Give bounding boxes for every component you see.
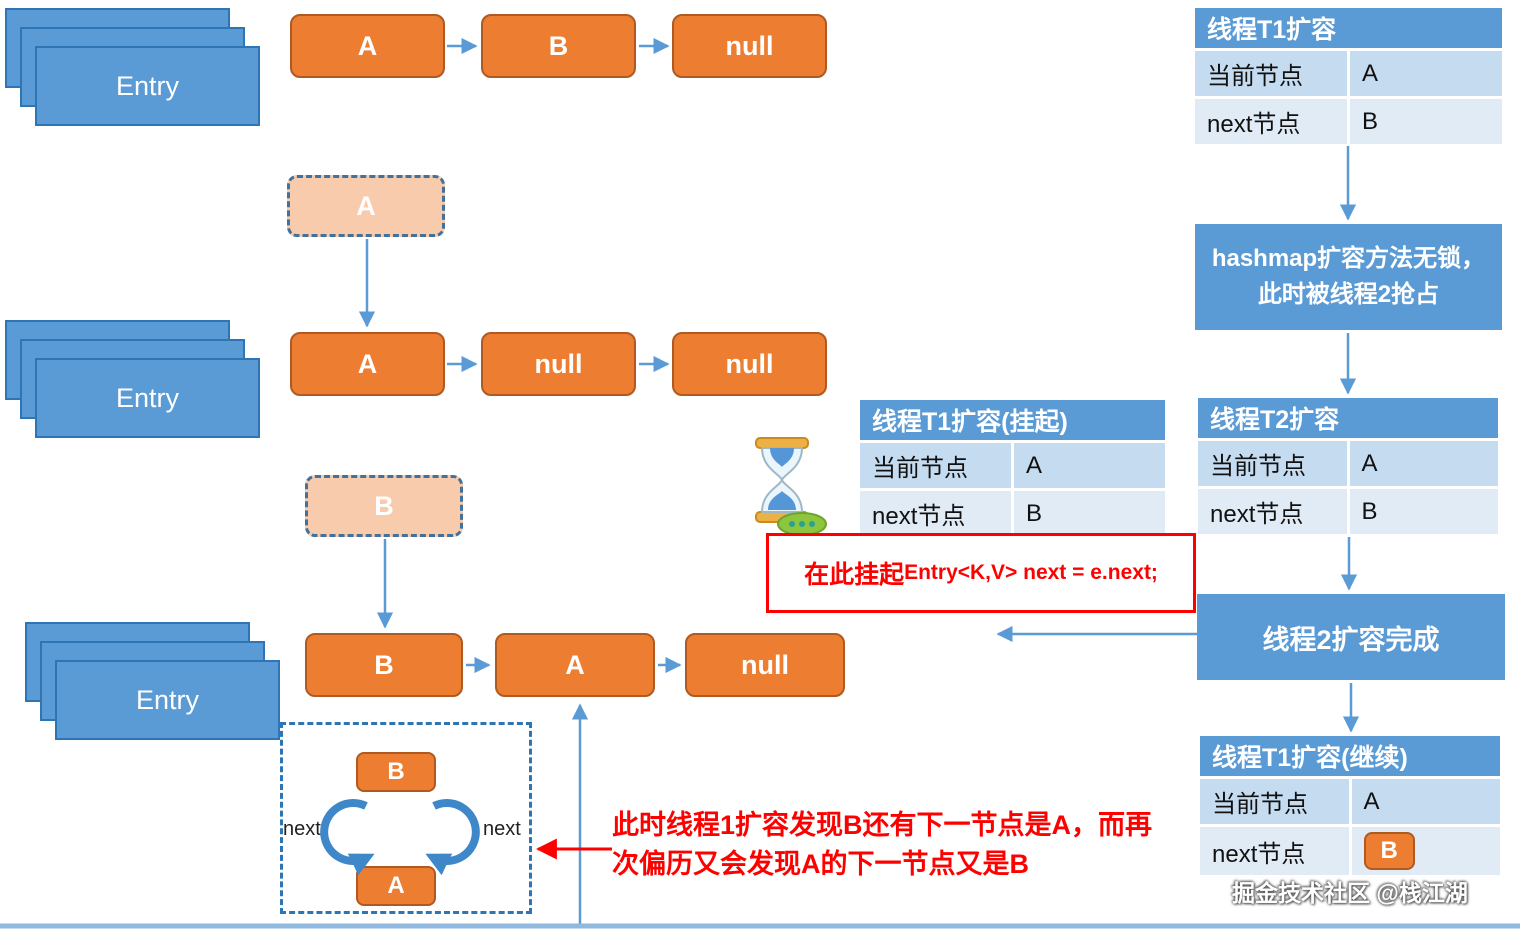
list1-node-b: B [481, 14, 636, 78]
thread2-done-box: 线程2扩容完成 [1197, 594, 1505, 680]
suspend-note-code: Entry<K,V> next = e.next; [904, 561, 1158, 584]
list3-node-a: A [495, 633, 655, 697]
next-node-value: B [1350, 99, 1502, 144]
loop-explanation: 此时线程1扩容发现B还有下一节点是A，而再 次偏历又会发现A的下一节点又是B [612, 806, 1172, 884]
list1-node-null: null [672, 14, 827, 78]
list2-node-null1: null [481, 332, 636, 396]
list3-node-b: B [305, 633, 463, 697]
entry-stack-label: Entry [35, 358, 260, 438]
entry-stack-1: Entry [5, 8, 265, 128]
next-node-label: next节点 [1200, 827, 1349, 875]
suspend-note-box: 在此挂起 Entry<K,V> next = e.next; [766, 533, 1196, 613]
table-row: next节点 B [1200, 827, 1500, 875]
entry-stack-label: Entry [55, 660, 280, 740]
current-node-label: 当前节点 [1195, 51, 1347, 96]
next-node-label: next节点 [860, 491, 1011, 536]
entry-stack-label: Entry [35, 46, 260, 126]
next-node-value: B [1014, 491, 1165, 536]
list1-node-a: A [290, 14, 445, 78]
table-row: 当前节点 A [860, 443, 1165, 488]
current-node-value: A [1351, 779, 1500, 824]
entry-stack-2: Entry [5, 320, 265, 440]
preempt-line1: hashmap扩容方法无锁， [1211, 245, 1486, 272]
next-node-value-chip: B [1363, 832, 1415, 870]
entry-stack-3: Entry [25, 622, 285, 742]
current-node-value: A [1014, 443, 1165, 488]
cycle-next-right-label: next [483, 818, 521, 840]
current-node-value: A [1349, 441, 1498, 486]
table-thread-t1-suspended-title: 线程T1扩容(挂起) [860, 400, 1165, 440]
table-thread-t1-title: 线程T1扩容 [1195, 8, 1502, 48]
watermark: 掘金技术社区 @栈江湖 [1232, 880, 1468, 906]
table-row: next节点 B [860, 491, 1165, 536]
cycle-box [280, 722, 532, 914]
cycle-node-b: B [356, 752, 436, 792]
hourglass-icon [742, 436, 834, 536]
current-node-value: A [1350, 51, 1502, 96]
table-thread-t2-title: 线程T2扩容 [1198, 398, 1498, 438]
table-row: next节点 B [1195, 99, 1502, 144]
dashed-node-b: B [305, 475, 463, 537]
current-node-label: 当前节点 [1198, 441, 1347, 486]
preempt-line2: 此时被线程2抢占 [1257, 281, 1440, 308]
current-node-label: 当前节点 [860, 443, 1011, 488]
cycle-node-a: A [356, 866, 436, 906]
preempt-box: hashmap扩容方法无锁， 此时被线程2抢占 [1195, 224, 1502, 330]
next-node-value-cell: B [1351, 827, 1500, 875]
table-thread-t1-suspended: 线程T1扩容(挂起) 当前节点 A next节点 B [860, 400, 1165, 536]
loop-explanation-line2: 次偏历又会发现A的下一节点又是B [612, 849, 1029, 879]
list2-node-null2: null [672, 332, 827, 396]
table-thread-t1-continue-title: 线程T1扩容(继续) [1200, 736, 1500, 776]
table-row: 当前节点 A [1198, 441, 1498, 486]
suspend-note-cn: 在此挂起 [804, 561, 905, 589]
table-thread-t1-continue: 线程T1扩容(继续) 当前节点 A next节点 B [1200, 736, 1500, 875]
next-node-label: next节点 [1195, 99, 1347, 144]
list2-node-a: A [290, 332, 445, 396]
table-row: 当前节点 A [1195, 51, 1502, 96]
table-row: 当前节点 A [1200, 779, 1500, 824]
current-node-label: 当前节点 [1200, 779, 1349, 824]
list3-node-null: null [685, 633, 845, 697]
table-row: next节点 B [1198, 489, 1498, 534]
table-thread-t2: 线程T2扩容 当前节点 A next节点 B [1198, 398, 1498, 534]
next-node-label: next节点 [1198, 489, 1347, 534]
cycle-next-left-label: next [283, 818, 321, 840]
loop-explanation-line1: 此时线程1扩容发现B还有下一节点是A，而再 [612, 810, 1153, 840]
dashed-node-a: A [287, 175, 445, 237]
table-thread-t1: 线程T1扩容 当前节点 A next节点 B [1195, 8, 1502, 144]
next-node-value: B [1349, 489, 1498, 534]
